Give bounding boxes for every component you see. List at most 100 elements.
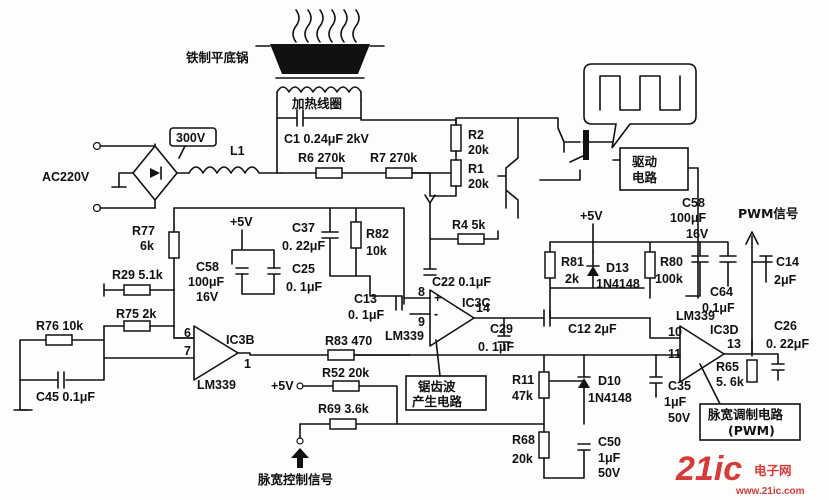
- inductor-l1: [188, 166, 282, 174]
- r81-name: R81: [561, 255, 584, 269]
- pin6-label: 6: [184, 326, 191, 340]
- c1-label: C1 0.24μF 2kV: [284, 132, 369, 146]
- pwm-circuit-callout: [699, 403, 801, 441]
- r68-value: 20k: [512, 452, 533, 466]
- r69-label: R69 3.6k: [318, 402, 369, 416]
- resistor-r7: [385, 167, 413, 179]
- square-wave-icon: [599, 75, 681, 111]
- lm339-c-label: LM339: [385, 329, 424, 343]
- resistor-r77: [168, 231, 180, 259]
- resistor-r11: [538, 371, 550, 399]
- pwm-signal-label: PWM信号: [738, 206, 798, 221]
- voltage-tag-label: 300V: [176, 131, 206, 145]
- pin10-label: 10: [668, 325, 682, 339]
- site-watermark-logo: 21ic 电子网 www.21ic.com: [675, 450, 805, 497]
- c58a-name: C58: [196, 260, 219, 274]
- c35-value-1: 1μF: [664, 395, 687, 409]
- c35-value-2: 50V: [668, 411, 691, 425]
- d10-name: D10: [598, 374, 621, 388]
- heating-coil-icon: [276, 86, 362, 101]
- resistor-r65: [746, 359, 758, 383]
- resistor-r4: [457, 233, 485, 245]
- r2-value: 20k: [468, 143, 489, 157]
- r1-value: 20k: [468, 177, 489, 191]
- r65-value: 5. 6k: [716, 375, 744, 389]
- c35-name: C35: [668, 379, 691, 393]
- r80-name: R80: [660, 255, 683, 269]
- ac-input-label: AC220V: [42, 170, 90, 184]
- watermark-brand-cn: 电子网: [754, 463, 792, 478]
- c50-value-1: 1μF: [598, 451, 621, 465]
- r83-label: R83 470: [325, 334, 372, 348]
- resistor-r68: [538, 431, 550, 459]
- plus5v-label-b: +5V: [580, 209, 603, 223]
- bridge-rectifier-icon: [111, 143, 190, 209]
- pin7-label: 7: [184, 344, 191, 358]
- d13-name: D13: [606, 261, 629, 275]
- lm339-b-label: LM339: [197, 378, 236, 392]
- comparator-ic3c: [429, 289, 475, 347]
- r52-label: R52 20k: [322, 366, 369, 380]
- r77-name: R77: [132, 224, 155, 238]
- resistor-r81: [544, 251, 556, 279]
- r65-name: R65: [716, 360, 739, 374]
- c12-label: C12 2μF: [568, 322, 617, 336]
- c14-value: 2μF: [774, 273, 797, 287]
- c37-value: 0. 22μF: [282, 239, 325, 253]
- c64-name: C64: [710, 285, 733, 299]
- watermark-url: www.21ic.com: [735, 486, 805, 497]
- resistor-r83: [327, 349, 355, 361]
- drive-label-2: 电路: [632, 170, 658, 185]
- r7-label: R7 270k: [370, 151, 417, 165]
- c58a-value-2: 16V: [196, 290, 219, 304]
- c29-value: 0. 1μF: [478, 340, 514, 354]
- pin13-label: 13: [727, 337, 741, 351]
- svg-text:-: -: [434, 307, 438, 321]
- r11-name: R11: [512, 373, 534, 387]
- sawtooth-label-1: 锯齿波: [418, 379, 456, 394]
- resistor-r82: [350, 221, 362, 249]
- drive-circuit-box: [619, 147, 689, 191]
- ic3b-label: IC3B: [226, 333, 254, 347]
- r75-label: R75 2k: [116, 307, 156, 321]
- pwm-circuit-label-2: (PWM): [728, 423, 775, 438]
- d10-value: 1N4148: [588, 391, 632, 405]
- pin14-label: 14: [476, 301, 490, 315]
- r80-value: 100k: [655, 272, 683, 286]
- c22-label: C22 0.1μF: [432, 275, 491, 289]
- pin1-label: 1: [244, 357, 251, 371]
- heating-coil-label: 加热线圈: [291, 96, 342, 111]
- c25-value: 0. 1μF: [286, 280, 322, 294]
- plus5v-label-c: +5V: [271, 379, 294, 393]
- resistor-r80: [644, 251, 656, 279]
- pan-icon: [255, 9, 385, 79]
- r4-label: R4 5k: [452, 218, 485, 232]
- c26-name: C26: [774, 319, 797, 333]
- ic3c-label: IC3C: [462, 296, 490, 310]
- resistor-r1: [450, 159, 462, 187]
- c58a-value-1: 100μF: [188, 275, 225, 289]
- resistor-r69: [329, 418, 357, 430]
- pulse-control-label: 脉宽控制信号: [257, 472, 333, 487]
- pin8-label: 8: [418, 285, 425, 299]
- resistor-r75: [123, 320, 151, 332]
- c29-name: C29: [490, 322, 513, 336]
- r82-name: R82: [366, 227, 389, 241]
- resistor-r6: [315, 167, 343, 179]
- l1-label: L1: [230, 144, 245, 158]
- pwm-output-arrow-icon: [745, 231, 759, 357]
- voltage-tag: [169, 127, 217, 147]
- pwm-circuit-label-1: 脉宽调制电路: [707, 407, 784, 422]
- d13-value: 1N4148: [596, 277, 640, 291]
- watermark-brand-prefix: 21ic: [675, 450, 742, 488]
- r82-value: 10k: [366, 244, 387, 258]
- diode-d13: [587, 266, 599, 276]
- pulse-control-arrow-icon: [291, 448, 309, 468]
- r68-name: R68: [512, 433, 535, 447]
- c25-name: C25: [292, 262, 315, 276]
- drive-label-1: 驱动: [632, 154, 658, 169]
- c50-name: C50: [598, 435, 621, 449]
- r77-value: 6k: [140, 239, 154, 253]
